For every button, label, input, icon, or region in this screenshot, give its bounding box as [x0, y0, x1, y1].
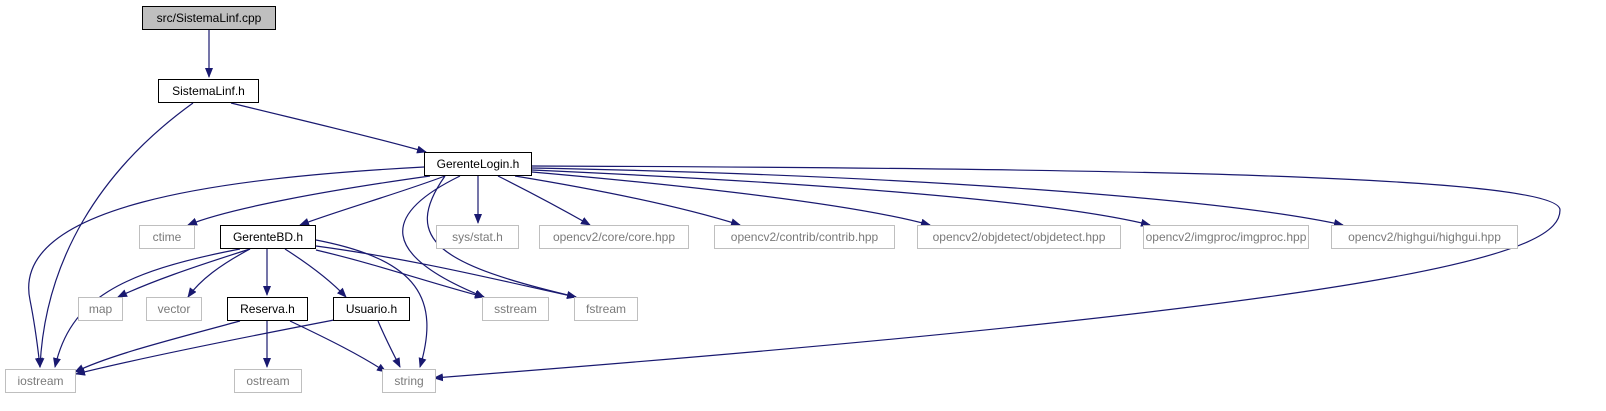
node-map: map: [78, 297, 123, 321]
node-label: GerenteLogin.h: [436, 157, 520, 171]
node-usuario-h[interactable]: Usuario.h: [333, 297, 410, 321]
node-opencv-core: opencv2/core/core.hpp: [539, 225, 689, 249]
node-label: sstream: [494, 302, 537, 316]
node-label: GerenteBD.h: [232, 230, 304, 244]
edge-gerentelogin_h-to-ctime: [187, 175, 431, 226]
node-label: iostream: [17, 374, 64, 388]
node-label: opencv2/contrib/contrib.hpp: [730, 230, 879, 244]
node-opencv-imgproc: opencv2/imgproc/imgproc.hpp: [1143, 225, 1309, 249]
node-iostream: iostream: [5, 369, 76, 393]
edge-gerentebd_h-to-iostream: [53, 248, 241, 368]
edge-layer: [28, 30, 1561, 382]
edge-gerentelogin_h-to-iostream: [28, 166, 425, 368]
edge-gerentelogin_h-to-sstream: [402, 175, 485, 298]
node-opencv-highgui: opencv2/highgui/highgui.hpp: [1331, 225, 1518, 249]
edge-gerentebd_h-to-fstream: [315, 245, 577, 300]
node-vector: vector: [146, 297, 202, 321]
edge-gerentelogin_h-to-opencv_core: [497, 175, 591, 226]
node-label: SistemaLinf.h: [172, 84, 245, 98]
node-gerentebd-h[interactable]: GerenteBD.h: [220, 225, 316, 249]
node-label: opencv2/core/core.hpp: [552, 230, 676, 244]
edge-sistemalinf_h-to-iostream: [36, 102, 194, 368]
node-opencv-contrib: opencv2/contrib/contrib.hpp: [714, 225, 895, 249]
node-sistemalinf-cpp[interactable]: src/SistemaLinf.cpp: [142, 6, 276, 30]
edge-gerentelogin_h-to-opencv_contrib: [514, 175, 741, 227]
node-label: Usuario.h: [345, 302, 398, 316]
node-string: string: [382, 369, 436, 393]
edge-gerentelogin_h-to-opencv_objdetect: [531, 171, 931, 227]
edge-reserva_h-to-string: [289, 320, 387, 373]
node-label: ostream: [246, 374, 290, 388]
edge-gerentelogin_h-to-opencv_imgproc: [531, 169, 1151, 227]
node-fstream: fstream: [574, 297, 638, 321]
node-label: sys/stat.h: [452, 230, 503, 244]
node-gerentelogin-h[interactable]: GerenteLogin.h: [424, 152, 532, 176]
edge-gerentebd_h-to-sstream: [315, 249, 485, 299]
node-sstream: sstream: [482, 297, 549, 321]
node-label: Reserva.h: [240, 302, 295, 316]
edge-gerentebd_h-to-string: [315, 239, 428, 368]
edge-gerentebd_h-to-vector: [187, 248, 251, 298]
node-label: fstream: [585, 302, 626, 316]
edge-sistemalinf_h-to-gerentelogin_h: [230, 102, 427, 154]
edge-gerentebd_h-to-usuario_h: [284, 248, 347, 298]
node-ctime: ctime: [139, 225, 195, 249]
node-label: string: [394, 374, 424, 388]
edge-gerentebd_h-to-map: [117, 248, 251, 298]
node-label: opencv2/imgproc/imgproc.hpp: [1145, 230, 1307, 244]
edge-reserva_h-to-iostream: [74, 320, 241, 373]
node-label: src/SistemaLinf.cpp: [156, 11, 262, 25]
node-ostream: ostream: [234, 369, 302, 393]
node-label: vector: [157, 302, 191, 316]
edge-usuario_h-to-iostream: [75, 319, 335, 376]
edge-usuario_h-to-string: [377, 320, 401, 368]
edge-gerentelogin_h-to-gerentebd_h: [299, 175, 446, 226]
node-label: opencv2/objdetect/objdetect.hpp: [932, 230, 1106, 244]
edge-gerentelogin_h-to-opencv_highgui: [531, 167, 1344, 227]
node-sys-stat-h: sys/stat.h: [436, 225, 519, 249]
node-label: map: [88, 302, 113, 316]
node-label: ctime: [152, 230, 182, 244]
node-opencv-objdetect: opencv2/objdetect/objdetect.hpp: [917, 225, 1121, 249]
node-sistemalinf-h[interactable]: SistemaLinf.h: [158, 79, 259, 103]
edge-gerentelogin_h-to-string: [433, 165, 1561, 382]
node-reserva-h[interactable]: Reserva.h: [227, 297, 308, 321]
node-label: opencv2/highgui/highgui.hpp: [1348, 230, 1501, 244]
